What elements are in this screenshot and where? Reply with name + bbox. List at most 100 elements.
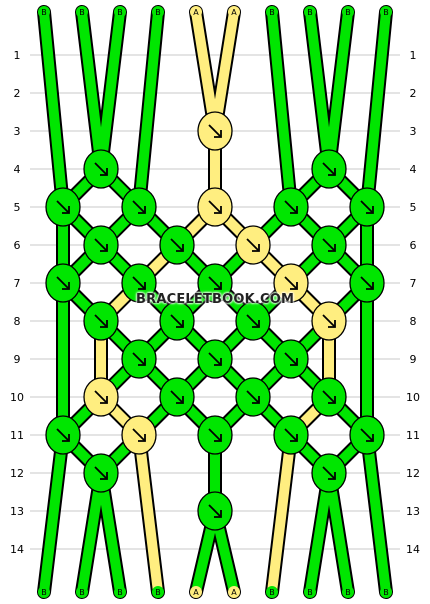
arrow-down-right-icon bbox=[360, 428, 374, 442]
arrow-down-right-icon bbox=[322, 390, 336, 404]
knot bbox=[349, 263, 385, 303]
knot bbox=[197, 263, 233, 303]
knot bbox=[197, 415, 233, 455]
arrow-down-right-icon bbox=[94, 162, 108, 176]
top-string-label: B bbox=[307, 8, 313, 17]
knot bbox=[311, 301, 347, 341]
knot bbox=[197, 491, 233, 531]
knot bbox=[197, 187, 233, 227]
row-number: 12 bbox=[10, 467, 24, 480]
bottom-string-label-dot bbox=[304, 586, 316, 598]
bottom-string-label: B bbox=[345, 588, 351, 597]
row-number: 1 bbox=[410, 49, 417, 62]
top-string-label-dot bbox=[190, 6, 202, 18]
thread-B bbox=[39, 7, 353, 597]
arrow-down-right-icon bbox=[208, 428, 222, 442]
arrow-down-right-icon bbox=[132, 428, 146, 442]
knot bbox=[273, 415, 309, 455]
arrow-down-right-icon bbox=[132, 352, 146, 366]
top-string-label-dot bbox=[114, 6, 126, 18]
arrow-down-right-icon bbox=[94, 466, 108, 480]
row-number: 2 bbox=[410, 87, 417, 100]
row-number: 11 bbox=[10, 429, 24, 442]
top-string-label: B bbox=[79, 8, 85, 17]
bottom-string-label: A bbox=[193, 588, 199, 597]
bottom-string-label-dot bbox=[76, 586, 88, 598]
row-number: 14 bbox=[406, 543, 420, 556]
arrow-down-right-icon bbox=[360, 276, 374, 290]
top-string-label-dot bbox=[304, 6, 316, 18]
row-number: 5 bbox=[14, 201, 21, 214]
knot bbox=[45, 187, 81, 227]
arrow-down-right-icon bbox=[132, 276, 146, 290]
bottom-string-label: B bbox=[41, 588, 47, 597]
arrow-down-right-icon bbox=[208, 124, 222, 138]
knot bbox=[235, 377, 271, 417]
top-string-label-dot bbox=[38, 6, 50, 18]
row-number: 9 bbox=[410, 353, 417, 366]
bottom-string-label: B bbox=[117, 588, 123, 597]
bottom-string-label-dot bbox=[190, 586, 202, 598]
top-string-label: A bbox=[193, 8, 199, 17]
arrow-down-right-icon bbox=[132, 200, 146, 214]
arrow-down-right-icon bbox=[322, 162, 336, 176]
top-string-label-dot bbox=[342, 6, 354, 18]
row-number: 8 bbox=[410, 315, 417, 328]
row-number: 13 bbox=[406, 505, 420, 518]
knot bbox=[45, 415, 81, 455]
bottom-string-label: B bbox=[383, 588, 389, 597]
row-number: 13 bbox=[10, 505, 24, 518]
row-number: 6 bbox=[14, 239, 21, 252]
knot bbox=[273, 187, 309, 227]
knot bbox=[235, 225, 271, 265]
knot bbox=[197, 111, 233, 151]
thread-B bbox=[77, 7, 391, 597]
row-number: 14 bbox=[10, 543, 24, 556]
arrow-down-right-icon bbox=[208, 200, 222, 214]
bottom-string-label-dot bbox=[380, 586, 392, 598]
watermark-text: BRACELETBOOK.COM bbox=[136, 292, 295, 307]
arrow-down-right-icon bbox=[208, 276, 222, 290]
row-number: 5 bbox=[410, 201, 417, 214]
arrow-down-right-icon bbox=[284, 428, 298, 442]
row-number: 2 bbox=[14, 87, 21, 100]
top-string-label: B bbox=[41, 8, 47, 17]
bottom-string-label-dot bbox=[266, 586, 278, 598]
knot bbox=[349, 187, 385, 227]
arrow-down-right-icon bbox=[246, 314, 260, 328]
thread-B bbox=[77, 7, 391, 597]
knot bbox=[273, 339, 309, 379]
top-string-label: B bbox=[117, 8, 123, 17]
row-number: 1 bbox=[14, 49, 21, 62]
arrow-down-right-icon bbox=[322, 466, 336, 480]
row-number: 8 bbox=[14, 315, 21, 328]
top-string-label-dot bbox=[228, 6, 240, 18]
knot bbox=[83, 225, 119, 265]
arrow-down-right-icon bbox=[246, 390, 260, 404]
arrow-down-right-icon bbox=[360, 200, 374, 214]
knot bbox=[235, 301, 271, 341]
knot bbox=[311, 225, 347, 265]
row-number: 3 bbox=[14, 125, 21, 138]
arrow-down-right-icon bbox=[208, 352, 222, 366]
knot bbox=[83, 301, 119, 341]
arrow-down-right-icon bbox=[208, 504, 222, 518]
knot bbox=[159, 225, 195, 265]
thread-B bbox=[39, 7, 353, 597]
row-number: 6 bbox=[410, 239, 417, 252]
row-number: 7 bbox=[410, 277, 417, 290]
row-number: 3 bbox=[410, 125, 417, 138]
knot bbox=[159, 377, 195, 417]
bottom-string-label-dot bbox=[152, 586, 164, 598]
arrow-down-right-icon bbox=[170, 238, 184, 252]
row-number: 7 bbox=[14, 277, 21, 290]
knot bbox=[121, 263, 157, 303]
knot bbox=[83, 453, 119, 493]
arrow-down-right-icon bbox=[170, 314, 184, 328]
row-number: 11 bbox=[406, 429, 420, 442]
row-number: 4 bbox=[410, 163, 417, 176]
bottom-string-label: B bbox=[307, 588, 313, 597]
